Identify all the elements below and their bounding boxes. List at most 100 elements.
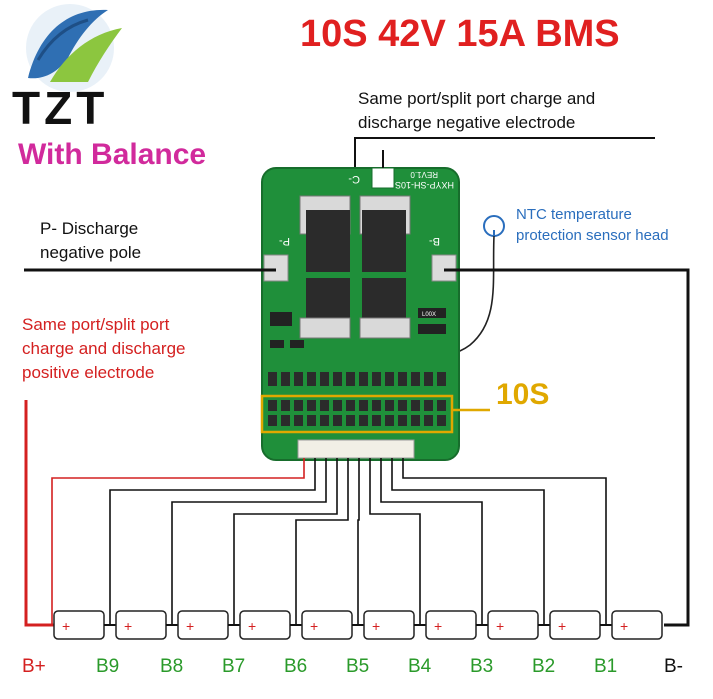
balance-wire: [391, 458, 545, 625]
positive-wire: [24, 400, 54, 627]
pcb-resistor: [294, 372, 303, 386]
cell-plus-sign: +: [310, 618, 318, 634]
balance-wire: [233, 458, 338, 625]
positive-line1: Same port/split port: [22, 315, 170, 334]
cell-label: B+: [22, 656, 46, 677]
balance-resistor: [281, 415, 290, 426]
battery-cell: +: [425, 610, 477, 640]
page-title: 10S 42V 15A BMS: [300, 13, 620, 55]
balance-resistor: [294, 415, 303, 426]
battery-cell: +: [301, 610, 353, 640]
brand-name: TZT: [12, 82, 108, 134]
balance-resistor: [294, 400, 303, 411]
balance-wire: [171, 458, 327, 625]
balance-resistor: [268, 415, 277, 426]
pcb-resistor: [320, 372, 329, 386]
cell-label: B8: [160, 656, 183, 677]
cell-string: + + + + + + + + + +: [53, 610, 663, 640]
pcb-resistor: [424, 372, 433, 386]
cell-label: B1: [594, 656, 617, 677]
cell-label: B7: [222, 656, 245, 677]
balance-resistor: [437, 400, 446, 411]
series-label: 10S: [496, 378, 549, 411]
cell-plus-sign: +: [496, 618, 504, 634]
battery-cell: +: [549, 610, 601, 640]
resistor-row-top: [268, 372, 446, 386]
balance-highlight: [260, 394, 454, 434]
cell-plus-sign: +: [434, 618, 442, 634]
ntc-line2: protection sensor head: [516, 227, 669, 244]
balance-resistor: [398, 415, 407, 426]
pcb-resistor: [359, 372, 368, 386]
balance-resistor: [385, 415, 394, 426]
balance-resistor-row: [268, 400, 446, 426]
positive-line3: positive electrode: [22, 363, 154, 382]
balance-resistor: [411, 415, 420, 426]
cell-label: B9: [96, 656, 119, 677]
cell-plus-sign: +: [186, 618, 194, 634]
balance-wire: [295, 458, 349, 625]
pad-p-minus-label: P-: [279, 235, 290, 247]
balance-resistor: [385, 400, 394, 411]
pcb-resistor: [307, 372, 316, 386]
resistor-label: L00X: [422, 312, 436, 318]
pcb-resistor: [333, 372, 342, 386]
balance-resistor: [333, 400, 342, 411]
pcb-resistor: [281, 372, 290, 386]
balance-resistor: [437, 415, 446, 426]
positive-line2: charge and discharge: [22, 339, 186, 358]
balance-resistor: [307, 415, 316, 426]
pcb-resistor: [398, 372, 407, 386]
balance-resistor: [307, 400, 316, 411]
board-rev: REV1.0: [410, 170, 438, 179]
pad-p-minus: [263, 254, 289, 282]
top-note-line1: Same port/split port charge and: [358, 89, 595, 108]
balance-wire: [51, 458, 305, 625]
battery-cell: +: [115, 610, 167, 640]
balance-resistor: [346, 415, 355, 426]
cell-label: B-: [664, 656, 683, 677]
balance-resistor: [359, 400, 368, 411]
board-model: HXYP-SH-10S: [395, 180, 454, 190]
balance-resistor: [372, 415, 381, 426]
cell-plus-sign: +: [372, 618, 380, 634]
balance-wire: [402, 458, 607, 625]
b-minus-wire: [444, 268, 690, 627]
balance-wire: [357, 458, 360, 625]
balance-resistor: [346, 400, 355, 411]
pad-b-minus-label: B-: [429, 235, 440, 247]
balance-resistor: [398, 400, 407, 411]
battery-cell: +: [53, 610, 105, 640]
bms-pcb: C- P- B- HXYP-SH-10S REV1.0 L00X: [260, 167, 460, 461]
balance-resistor: [333, 415, 342, 426]
cell-plus-sign: +: [124, 618, 132, 634]
cell-plus-sign: +: [620, 618, 628, 634]
cell-label: B5: [346, 656, 369, 677]
p-minus-line2: negative pole: [40, 243, 141, 262]
cell-label: B2: [532, 656, 555, 677]
brand-tagline: With Balance: [18, 138, 206, 171]
pcb-resistor: [268, 372, 277, 386]
cell-body: [611, 610, 663, 640]
balance-resistor: [372, 400, 381, 411]
mosfet-group: [299, 195, 411, 339]
balance-resistor: [359, 415, 368, 426]
balance-resistor: [268, 400, 277, 411]
pcb-resistor: [411, 372, 420, 386]
battery-cell: +: [239, 610, 291, 640]
balance-wire: [380, 458, 483, 625]
pcb-resistor: [346, 372, 355, 386]
pcb-resistor: [372, 372, 381, 386]
ntc-probe-icon: [483, 215, 505, 237]
battery-cell: +: [611, 610, 663, 640]
tzt-logo-icon: [26, 4, 122, 92]
ntc-line1: NTC temperature: [516, 206, 632, 223]
battery-cell: +: [487, 610, 539, 640]
battery-cell: +: [177, 610, 229, 640]
top-note-line2: discharge negative electrode: [358, 113, 575, 132]
p-minus-line1: P- Discharge: [40, 219, 138, 238]
cell-plus-sign: +: [62, 618, 70, 634]
balance-wire: [369, 458, 421, 625]
